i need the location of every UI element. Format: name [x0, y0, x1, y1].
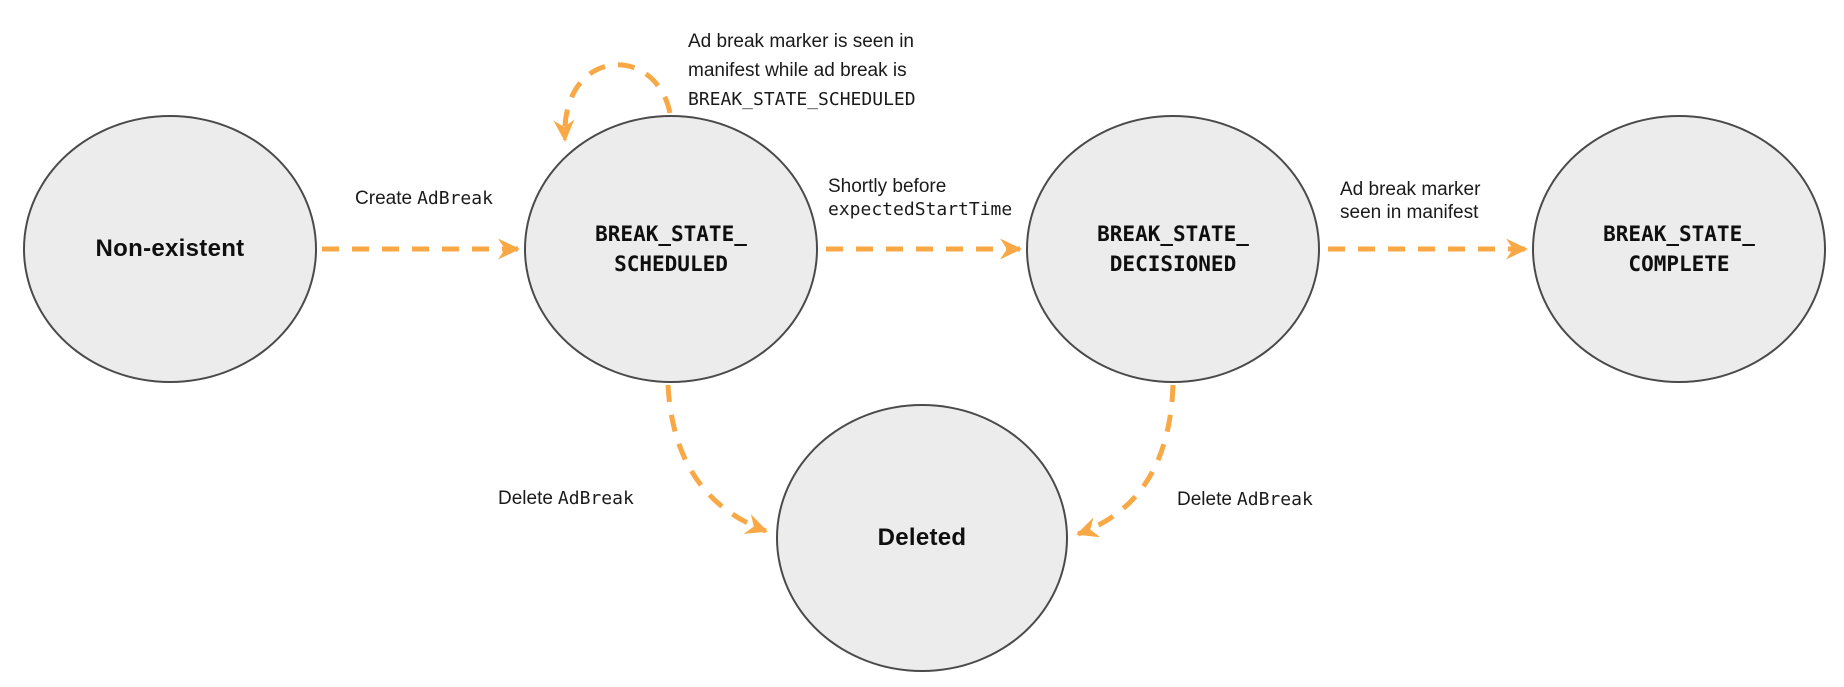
label-line2: manifest while ad break is	[688, 60, 907, 81]
state-break-state-scheduled: BREAK_STATE_ SCHEDULED	[524, 115, 818, 383]
label-plain-text: Delete	[498, 488, 553, 509]
label-code-text: AdBreak	[417, 188, 493, 209]
state-label-line2: SCHEDULED	[614, 252, 728, 276]
label-code-text: AdBreak	[557, 488, 634, 509]
label-code-text: AdBreak	[1236, 489, 1313, 510]
label-plain-text: Create	[355, 188, 413, 209]
transition-label-shortly-before: Shortly before expectedStartTime	[828, 175, 1012, 221]
arrow-decisioned-to-deleted	[1076, 384, 1176, 538]
state-non-existent: Non-existent	[23, 115, 317, 383]
state-label-line1: BREAK_STATE_	[1603, 222, 1755, 246]
label-code-text: BREAK_STATE_SCHEDULED	[688, 89, 916, 110]
state-label-line1: BREAK_STATE_	[595, 222, 747, 246]
state-break-state-decisioned: BREAK_STATE_ DECISIONED	[1026, 115, 1320, 383]
transition-label-marker-seen: Ad break marker seen in manifest	[1340, 178, 1480, 224]
label-plain-text: Delete	[1177, 489, 1232, 510]
state-label-line1: BREAK_STATE_	[1097, 222, 1249, 246]
transition-label-self-loop: Ad break marker is seen in manifest whil…	[688, 27, 916, 114]
state-label-line2: DECISIONED	[1109, 252, 1237, 276]
state-deleted: Deleted	[776, 404, 1068, 672]
label-code-text: expectedStartTime	[828, 199, 1013, 220]
label-line1: Ad break marker is seen in	[688, 31, 914, 52]
arrow-scheduled-to-deleted	[665, 384, 768, 534]
state-label-line2: COMPLETE	[1628, 252, 1730, 276]
label-plain-text: Shortly before	[828, 176, 947, 197]
label-line2: seen in manifest	[1340, 202, 1479, 223]
label-line1: Ad break marker	[1340, 179, 1481, 200]
state-break-state-complete: BREAK_STATE_ COMPLETE	[1532, 115, 1826, 383]
state-label: Deleted	[877, 524, 967, 551]
state-label: Non-existent	[95, 235, 245, 262]
